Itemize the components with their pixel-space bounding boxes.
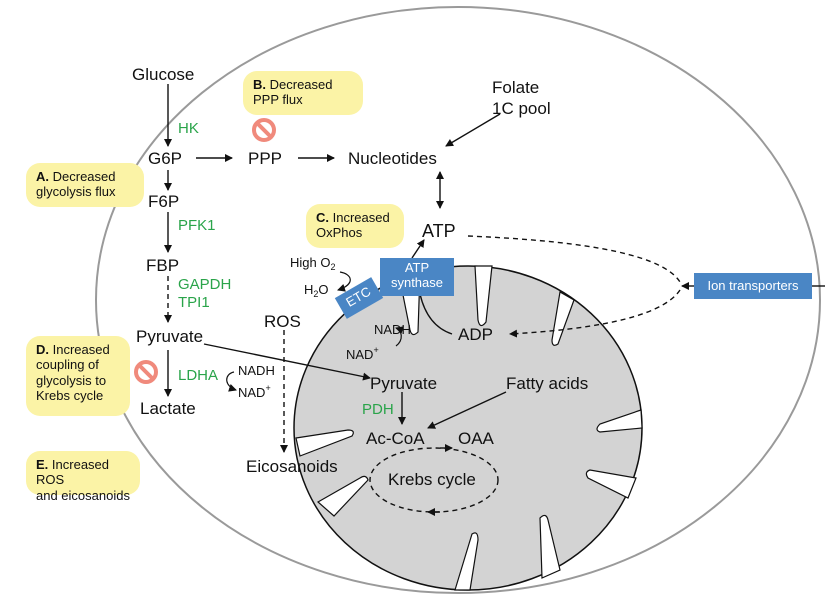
acetyl-coa-label: Ac-CoA	[366, 429, 425, 448]
h2o-label: H2O	[304, 282, 329, 299]
ion-transporters-box: Ion transporters	[694, 273, 812, 299]
note-e: E. Increased ROS and eicosanoids	[26, 451, 140, 503]
ppp-label: PPP	[248, 149, 283, 168]
folate-label: Folate	[492, 78, 540, 97]
enzyme-hk: HK	[178, 120, 199, 137]
krebs-cycle-loop	[369, 447, 499, 513]
enzyme-pdh: PDH	[362, 401, 394, 418]
no-entry-icon	[252, 118, 276, 142]
nucleotides-label: Nucleotides	[348, 149, 437, 168]
note-b: B. Decreased PPP flux	[243, 71, 363, 115]
enzyme-gapdh: GAPDH	[178, 276, 232, 293]
cristae	[295, 265, 643, 591]
nadh-cytosol-label: NADH	[238, 363, 275, 378]
note-d: D. Increased coupling of glycolysis to K…	[26, 336, 130, 416]
f6p-label: F6P	[148, 192, 180, 211]
note-c: C. Increased OxPhos	[306, 204, 404, 248]
pyruvate-cytosol-label: Pyruvate	[136, 327, 204, 346]
atp-synthase-box: ATP synthase	[380, 258, 454, 296]
lactate-label: Lactate	[140, 399, 196, 418]
krebs-cycle-label: Krebs cycle	[388, 470, 476, 489]
nadh-mito-label: NADH	[374, 322, 411, 337]
nad-mito-label: NAD+	[346, 345, 379, 362]
enzyme-pfk1: PFK1	[178, 217, 216, 234]
fbp-label: FBP	[146, 256, 180, 275]
high-o2-label: High O2	[290, 255, 336, 272]
eicosanoids-label: Eicosanoids	[246, 457, 338, 476]
pyruvate-mito-label: Pyruvate	[370, 374, 438, 393]
enzyme-tpi1: TPI1	[178, 294, 210, 311]
atp-label: ATP	[422, 221, 456, 241]
adp-label: ADP	[458, 325, 493, 344]
one-c-pool-label: 1C pool	[492, 99, 551, 118]
enzyme-ldha: LDHA	[178, 367, 219, 384]
ros-label: ROS	[264, 312, 301, 331]
note-a: A. Decreased glycolysis flux	[26, 163, 144, 207]
fatty-acids-label: Fatty acids	[506, 374, 589, 393]
glucose-label: Glucose	[132, 65, 195, 84]
g6p-label: G6P	[148, 149, 183, 168]
nad-cytosol-label: NAD+	[238, 383, 271, 400]
no-entry-icon	[134, 360, 158, 384]
oaa-label: OAA	[458, 429, 494, 448]
